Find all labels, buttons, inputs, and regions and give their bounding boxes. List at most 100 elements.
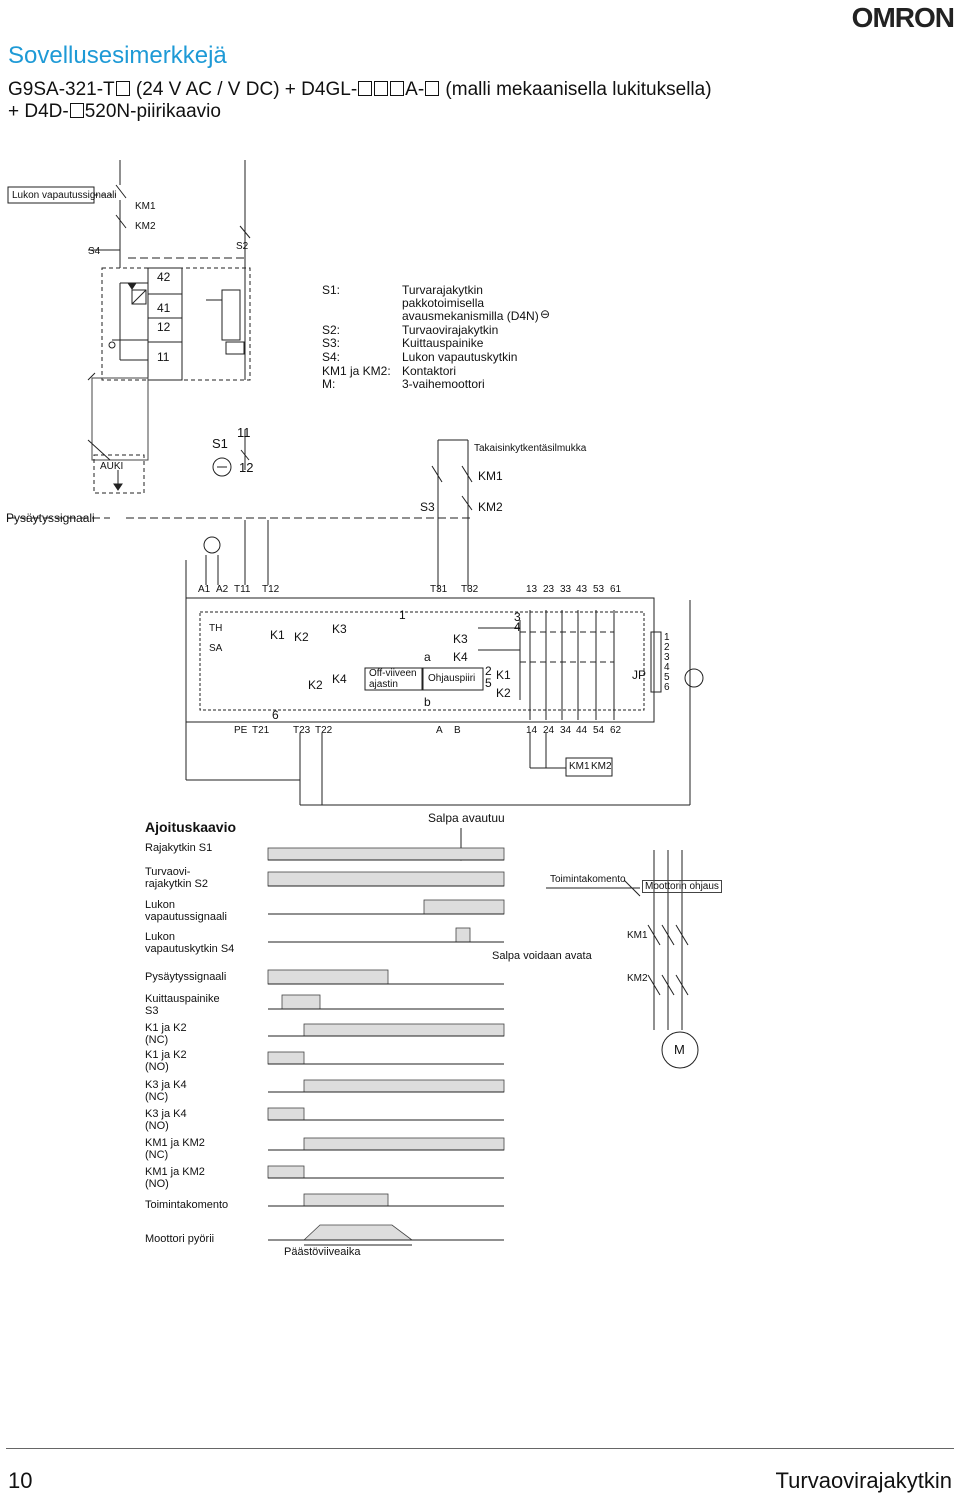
k2-coil-label: K2 xyxy=(294,630,309,644)
legend-value: Lukon vapautuskytkin xyxy=(402,350,518,364)
jp-number: 5 xyxy=(664,672,670,683)
jp-number: 3 xyxy=(664,652,670,663)
motor-m: M xyxy=(674,1042,685,1057)
jp-number: 6 xyxy=(664,682,670,693)
terminal-14: 14 xyxy=(526,725,538,736)
s3-label: S3 xyxy=(420,500,435,514)
timing-row-label: KM1 ja KM2 (NO) xyxy=(145,1166,205,1190)
auki-label: AUKI xyxy=(100,461,124,472)
timing-row-label: Turvaovi- rajakytkin S2 xyxy=(145,866,208,890)
diagram-subtitle-line1: G9SA-321-T (24 V AC / V DC) + D4GL-A- (m… xyxy=(8,79,712,100)
node-5: 5 xyxy=(485,676,492,690)
timing-row-label: Lukon vapautuskytkin S4 xyxy=(145,931,235,955)
release-delay-label: Päästöviiveaika xyxy=(284,1246,361,1258)
legend-value: Kuittauspainike xyxy=(402,336,484,350)
timing-row-label: Rajakytkin S1 xyxy=(145,842,213,854)
bottom-km2: KM2 xyxy=(591,761,612,772)
node-4: 4 xyxy=(514,620,521,634)
k4-label: K4 xyxy=(332,672,347,686)
legend-value: avausmekanismilla (D4N) xyxy=(402,309,539,323)
bolt-can-open-label: Salpa voidaan avata xyxy=(492,950,592,962)
terminal-13: 13 xyxy=(526,584,538,595)
off-delay-timer: Off-viiveen ajastin xyxy=(369,668,417,690)
motor-km2: KM2 xyxy=(627,973,648,984)
terminal-a1: A1 xyxy=(198,584,211,595)
timing-row-label: K3 ja K4 (NO) xyxy=(145,1108,187,1132)
node-1: 1 xyxy=(399,608,406,622)
s1-terminal-11: 11 xyxy=(237,425,251,440)
km-contact xyxy=(115,214,127,229)
motor-running-label: Moottori pyörii xyxy=(145,1233,215,1245)
legend-key: KM1 ja KM2: xyxy=(322,364,391,378)
feedback-loop-label: Takaisinkytkentäsilmukka xyxy=(474,443,587,454)
legend-value: Kontaktori xyxy=(402,364,457,378)
feedback-km2: KM2 xyxy=(478,500,503,514)
motor-km1: KM1 xyxy=(627,930,648,941)
section-title: Sovellusesimerkkejä xyxy=(8,42,227,69)
terminal-43: 43 xyxy=(576,584,588,595)
s4-label: S4 xyxy=(88,246,101,257)
diagram-subtitle-line2: + D4D-520N-piirikaavio xyxy=(8,101,221,122)
stop-signal-label: Pysäytyssignaali xyxy=(6,511,95,525)
terminal-a: A xyxy=(436,725,443,736)
timing-row-label: Pysäytyssignaali xyxy=(145,971,227,983)
terminal-b: B xyxy=(454,725,461,736)
timing-chart-title: Ajoituskaavio xyxy=(145,819,237,835)
terminal-23: 23 xyxy=(543,584,555,595)
terminal-11: 11 xyxy=(157,350,170,364)
node-a: a xyxy=(424,650,431,664)
timing-row-label: K1 ja K2 (NO) xyxy=(145,1049,187,1073)
s1-terminal-12: 12 xyxy=(239,460,254,475)
k3-coil-label: K3 xyxy=(332,622,347,636)
timing-row-label: KM1 ja KM2 (NC) xyxy=(145,1137,205,1161)
terminal-41: 41 xyxy=(157,301,171,315)
s1-label: S1 xyxy=(212,436,228,451)
control-circuit: Ohjauspiiri xyxy=(428,673,476,684)
timing-row-label: K1 ja K2 (NC) xyxy=(145,1022,187,1046)
jp-number: 4 xyxy=(664,662,670,673)
k1-output-label: K1 xyxy=(496,668,511,682)
motor-control-label: Moottorin ohjaus xyxy=(642,880,722,893)
timing-row-label: Kuittauspainike S3 xyxy=(145,993,220,1017)
timing-bars xyxy=(267,847,505,1241)
bolt-opens-label: Salpa avautuu xyxy=(428,811,505,825)
operation-command-label: Toimintakomento xyxy=(550,874,626,885)
terminal-t32: T32 xyxy=(461,584,479,595)
page-number: 10 xyxy=(8,1468,33,1493)
terminal-t21: T21 xyxy=(252,725,270,736)
terminal-t23: T23 xyxy=(293,725,311,736)
node-6: 6 xyxy=(272,708,279,722)
positive-opening-icon: ⊖ xyxy=(540,307,551,321)
terminal-pe: PE xyxy=(234,725,248,736)
node-2: 2 xyxy=(485,664,492,678)
output-contacts xyxy=(520,610,615,720)
legend-key: S1: xyxy=(322,283,341,297)
jp-number: 1 xyxy=(664,632,670,643)
omron-logo: OMRON xyxy=(851,2,955,33)
terminal-33: 33 xyxy=(560,584,572,595)
k3-contact-label: K3 xyxy=(453,632,468,646)
k4-contact-label: K4 xyxy=(453,650,468,664)
jp-label: JP xyxy=(632,668,647,682)
terminal-t22: T22 xyxy=(315,725,333,736)
terminal-t12: T12 xyxy=(262,584,280,595)
km2-label: KM2 xyxy=(135,221,156,232)
jp-number: 2 xyxy=(664,642,670,653)
legend-value: Turvarajakytkin xyxy=(402,283,483,297)
timing-row-label: K3 ja K4 (NC) xyxy=(145,1079,187,1103)
terminal-24: 24 xyxy=(543,725,555,736)
th-label: TH xyxy=(209,623,223,634)
k1-coil-label: K1 xyxy=(270,628,285,642)
terminal-a2: A2 xyxy=(216,584,229,595)
km1-label: KM1 xyxy=(135,201,156,212)
terminal-34: 34 xyxy=(560,725,572,736)
terminal-61: 61 xyxy=(610,584,622,595)
lock-release-signal-label: Lukon vapautussignaali xyxy=(12,190,117,201)
legend-key: S3: xyxy=(322,336,341,350)
legend-value: 3-vaihemoottori xyxy=(402,377,485,391)
legend-key: S2: xyxy=(322,323,341,337)
terminal-t31: T31 xyxy=(430,584,448,595)
timing-row-label: Toimintakomento xyxy=(145,1199,229,1211)
bottom-km1: KM1 xyxy=(569,761,590,772)
